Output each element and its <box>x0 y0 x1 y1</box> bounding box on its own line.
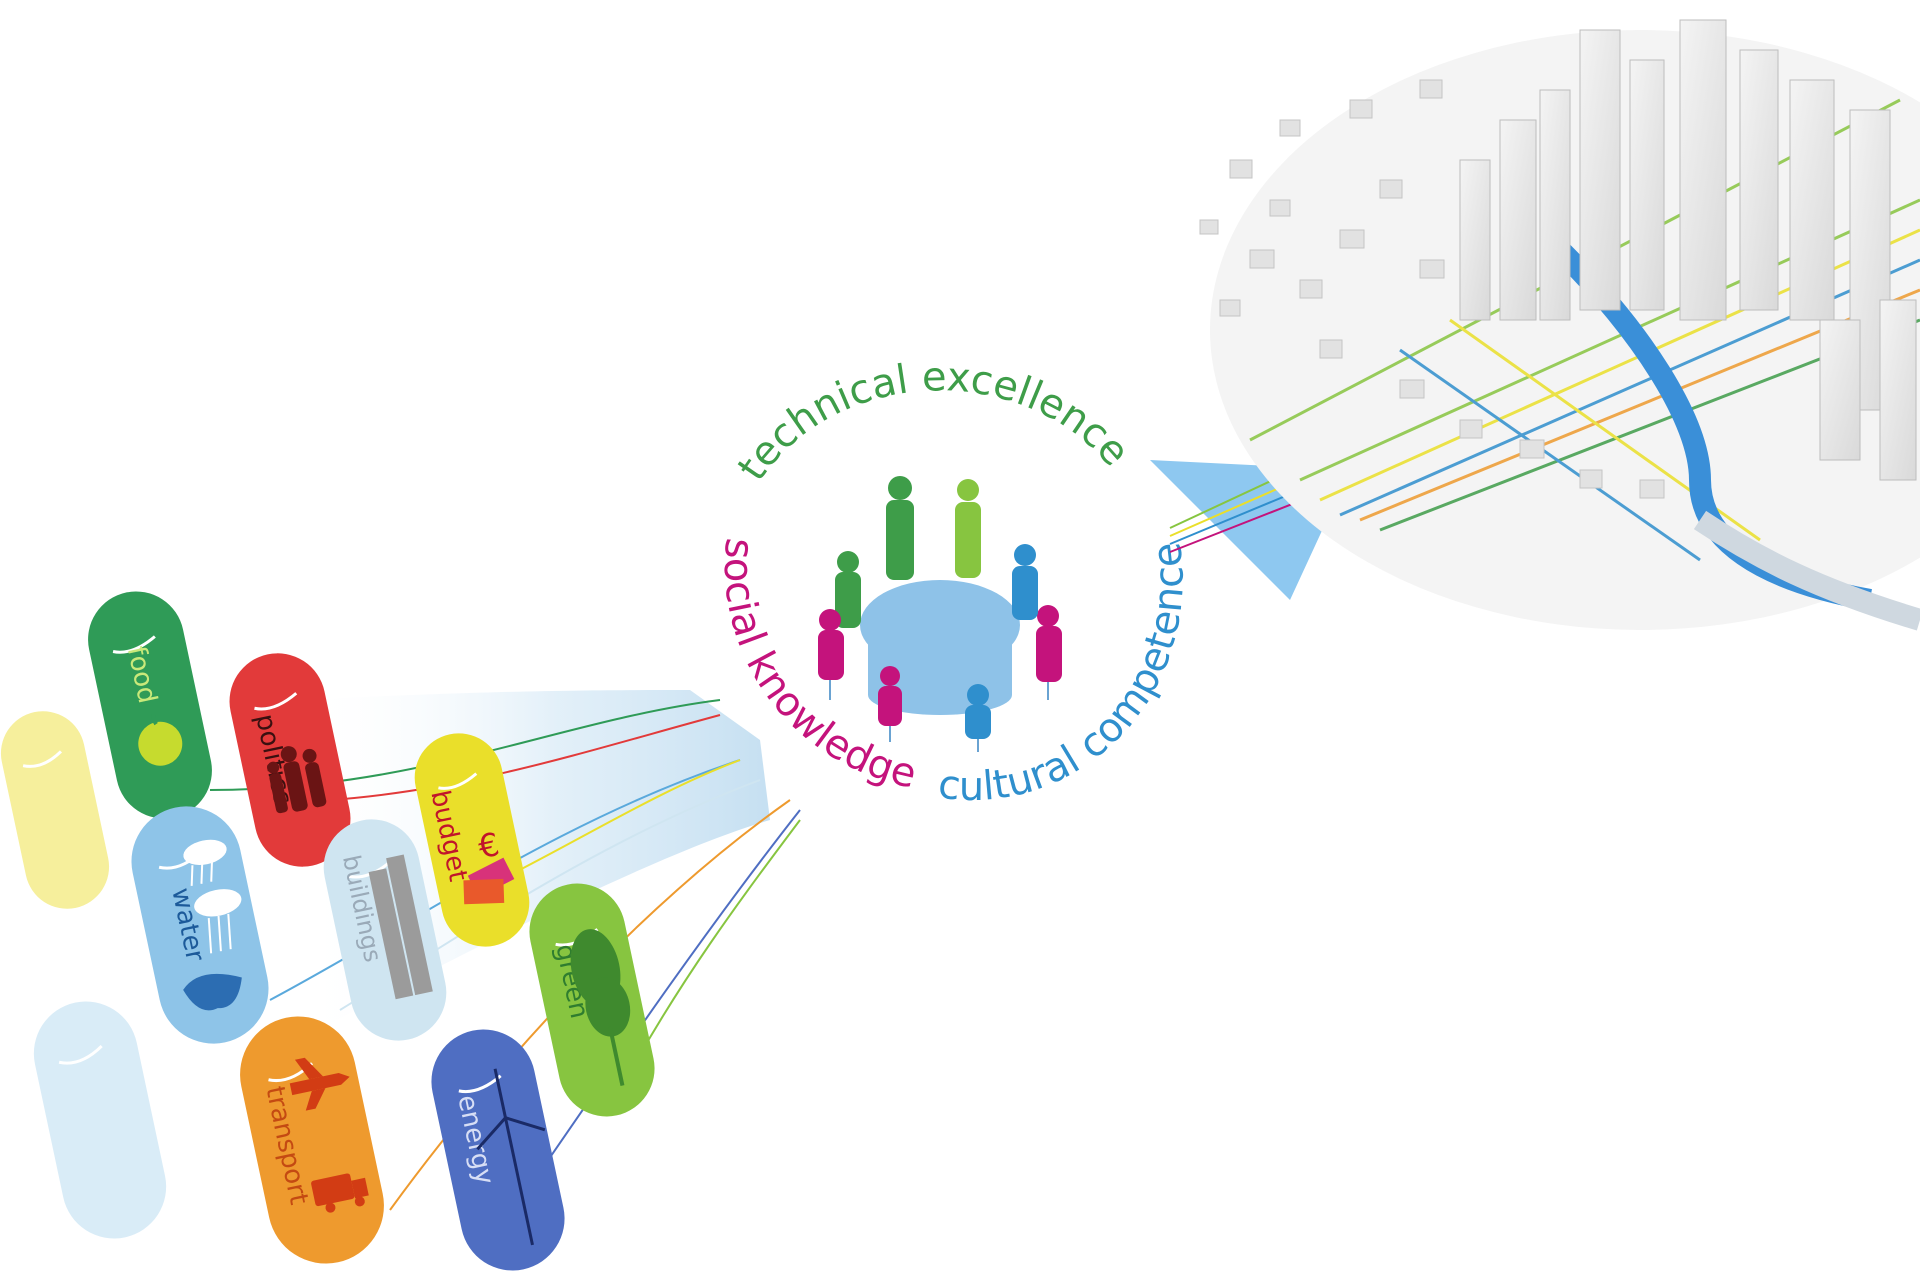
truck-icon <box>311 1173 369 1213</box>
rain-cloud-icon <box>183 839 242 1011</box>
airplane-icon <box>289 1057 350 1111</box>
wind-turbine-icon <box>476 1068 546 1246</box>
city-illustration <box>1199 19 1920 631</box>
collaboration-circle: technical excellence social knowledge cu… <box>715 354 1193 810</box>
buildings-icon <box>368 854 433 1000</box>
pill-budget: budget € <box>414 733 530 947</box>
tree-icon <box>570 929 631 1086</box>
pill-food: food <box>88 591 212 819</box>
pill-faded-blue <box>33 1001 167 1239</box>
pill-water: water <box>131 806 269 1044</box>
pill-green: green <box>529 883 655 1117</box>
pill-faded-yellow <box>0 711 110 909</box>
pill-buildings: buildings <box>323 819 447 1041</box>
people-icon <box>267 746 327 814</box>
meeting-people-icon <box>818 476 1062 752</box>
money-icon <box>463 857 515 905</box>
technical-excellence-label: technical excellence <box>729 354 1138 489</box>
svg-text:technical excellence: technical excellence <box>729 354 1138 489</box>
pill-transport: transport <box>240 1016 384 1264</box>
apple-icon <box>138 705 183 766</box>
pill-energy: energy <box>431 1029 565 1271</box>
pill-politics: politics <box>229 653 351 867</box>
